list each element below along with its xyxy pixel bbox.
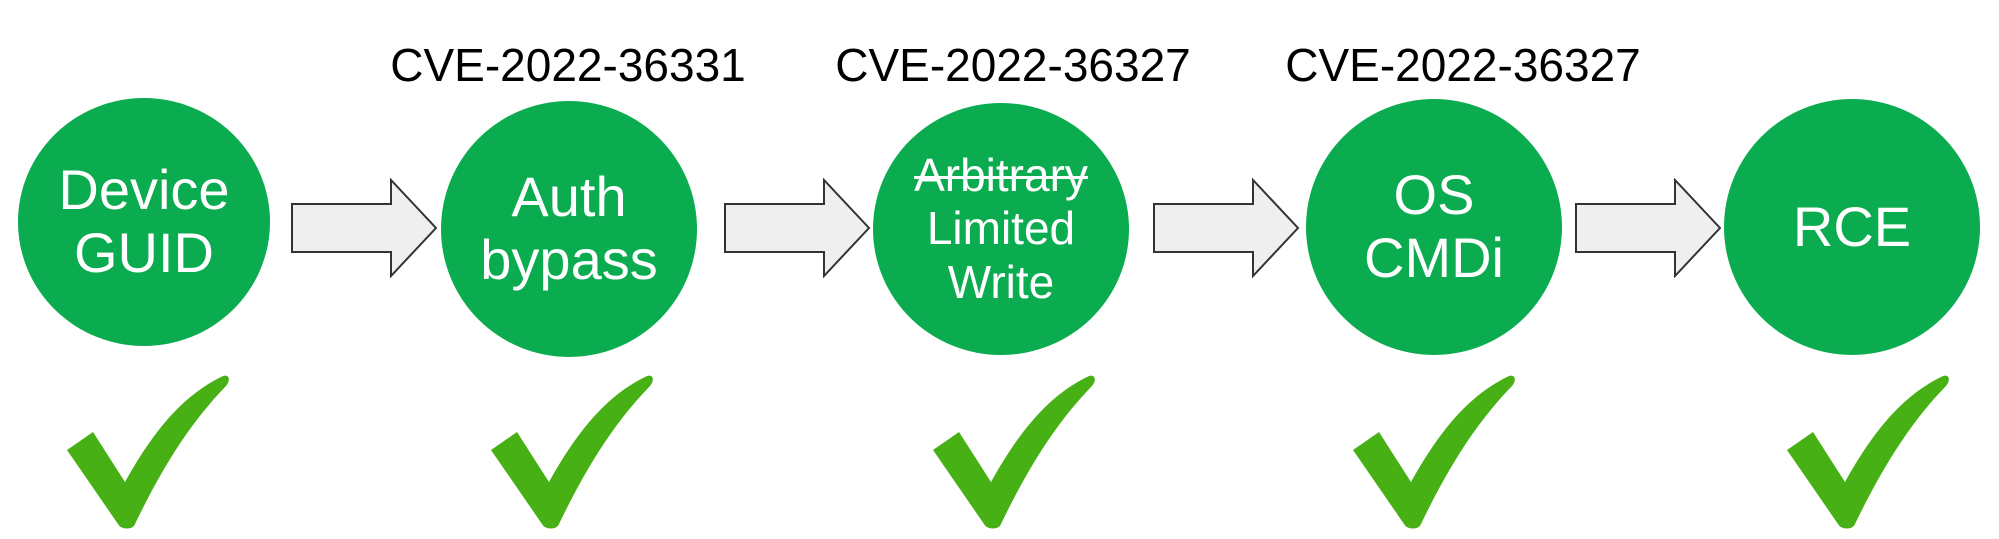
checkmark-icon [1353, 375, 1515, 529]
checkmark-icon [67, 375, 229, 529]
cve-label-os-cmdi: CVE-2022-36327 [1285, 39, 1641, 91]
checkmark-icon [491, 375, 653, 529]
node-auth-bypass: Auth bypass [441, 101, 697, 357]
node-limited-write-struck-text: Arbitrary [914, 148, 1088, 201]
node-device-guid-line-1: Device [58, 158, 230, 222]
node-auth-bypass-line-1: Auth [511, 165, 627, 229]
node-limited-write-line-2: Write [947, 255, 1055, 308]
node-os-cmdi: OS CMDi [1306, 99, 1562, 355]
right-arrow-icon [1153, 178, 1300, 278]
checkmark-icon [1787, 375, 1949, 529]
node-limited-write: Arbitrary Limited Write [873, 103, 1129, 355]
right-arrow-icon [724, 178, 871, 278]
right-arrow-icon [291, 178, 438, 278]
checkmark-icon [933, 375, 1095, 529]
node-device-guid-line-2: GUID [74, 221, 214, 284]
node-device-guid: Device GUID [18, 98, 270, 346]
right-arrow-icon [1575, 178, 1722, 278]
node-rce: RCE [1724, 99, 1980, 355]
cve-label-limited-write: CVE-2022-36327 [835, 39, 1191, 91]
node-os-cmdi-line-2: CMDi [1364, 226, 1504, 289]
cve-label-auth-bypass: CVE-2022-36331 [390, 39, 746, 91]
node-os-cmdi-line-1: OS [1393, 163, 1475, 227]
node-limited-write-line-1: Limited [926, 202, 1076, 255]
node-auth-bypass-line-2: bypass [480, 228, 658, 291]
node-rce-line-1: RCE [1792, 194, 1912, 258]
